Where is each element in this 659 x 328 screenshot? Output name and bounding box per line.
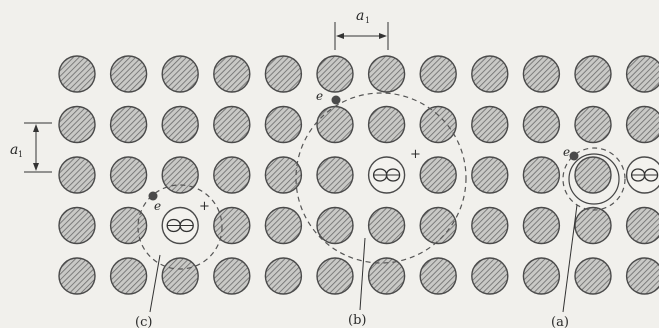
electron-a-label: e (563, 145, 570, 159)
lattice-atom (316, 55, 354, 93)
lattice-atom (264, 206, 303, 245)
lattice-atom (574, 105, 612, 144)
lattice-atom (109, 206, 148, 245)
lattice-atom (625, 206, 659, 245)
vertical-spacing-subscript: 1 (18, 150, 23, 159)
orbit-a-inner (568, 153, 620, 205)
lattice-atom (264, 105, 303, 144)
horizontal-spacing-label: a (356, 8, 364, 24)
lattice-atom (109, 156, 148, 194)
lattice-atom (161, 257, 199, 295)
electron-c-label: e (154, 199, 161, 213)
defect-c-label: (c) (135, 315, 152, 328)
vertical-spacing-dimension: a 1 (10, 122, 52, 173)
lattice-atom (213, 206, 251, 245)
lattice-atom (316, 105, 354, 144)
lattice-atom (522, 55, 561, 93)
vertical-spacing-label: a (10, 142, 18, 158)
lattice-atom (367, 206, 406, 245)
lattice-atom (367, 105, 406, 144)
lattice-atom (574, 55, 612, 93)
horizontal-spacing-subscript: 1 (365, 16, 370, 25)
lattice-atom (625, 105, 659, 144)
lattice-atom (316, 206, 354, 245)
lattice-atoms (58, 55, 659, 295)
lattice-atom (264, 257, 303, 295)
lattice-atom (213, 105, 251, 144)
lattice-atom (213, 257, 251, 295)
electron-a (569, 151, 579, 161)
lattice-atom (264, 55, 303, 93)
lattice-atom (109, 105, 148, 144)
lattice-atom (316, 156, 354, 194)
lattice-atom (109, 55, 148, 93)
lattice-atom (574, 257, 612, 295)
lattice-atom (625, 257, 659, 295)
lattice-atom (522, 105, 561, 144)
charge-c-label: + (199, 199, 210, 214)
lattice-atom (58, 105, 96, 144)
lattice-atom (574, 206, 612, 245)
lattice-atom (574, 156, 612, 194)
charge-b-label: + (410, 147, 421, 162)
lattice-atom (367, 257, 406, 295)
lattice-atom (58, 156, 96, 194)
electron-c (148, 191, 158, 201)
defect-a: e (a) (551, 145, 626, 328)
lattice-atom (58, 257, 96, 295)
lattice-atom (471, 257, 509, 295)
defect-b-label: (b) (348, 313, 366, 328)
lattice-atom (367, 55, 406, 93)
orbit-b (295, 92, 467, 264)
lattice-atom (419, 105, 457, 144)
lattice-atom (109, 257, 148, 295)
defect-c: e + (c) (135, 184, 223, 328)
lattice-atom (522, 206, 561, 245)
lattice-atom (522, 257, 561, 295)
lattice-atom (471, 105, 509, 144)
lattice-atom (316, 257, 354, 295)
defect-a-label: (a) (551, 315, 569, 328)
lattice-atom (213, 55, 251, 93)
lattice-atom (471, 206, 509, 245)
electron-b (331, 95, 341, 105)
lattice-atom (625, 55, 659, 93)
lattice-atom (213, 156, 251, 194)
orbit-c (137, 184, 223, 270)
lattice-atom (58, 55, 96, 93)
lattice-atom (419, 156, 457, 194)
lattice-atom (419, 55, 457, 93)
defect-b: e + (b) (295, 89, 467, 328)
lattice-atom (471, 156, 509, 194)
lattice-atom (161, 156, 199, 194)
electron-b-label: e (316, 89, 323, 103)
lattice-atom (419, 206, 457, 245)
lattice-atom (522, 156, 561, 194)
lattice-atom (419, 257, 457, 295)
lattice-atom (471, 55, 509, 93)
lattice-atom (264, 156, 303, 194)
horizontal-spacing-dimension: a 1 (334, 8, 389, 50)
lattice-atom (58, 206, 96, 245)
lattice-atom (161, 55, 199, 93)
orbit-a-outer (562, 147, 626, 211)
lattice-atom (161, 105, 199, 144)
